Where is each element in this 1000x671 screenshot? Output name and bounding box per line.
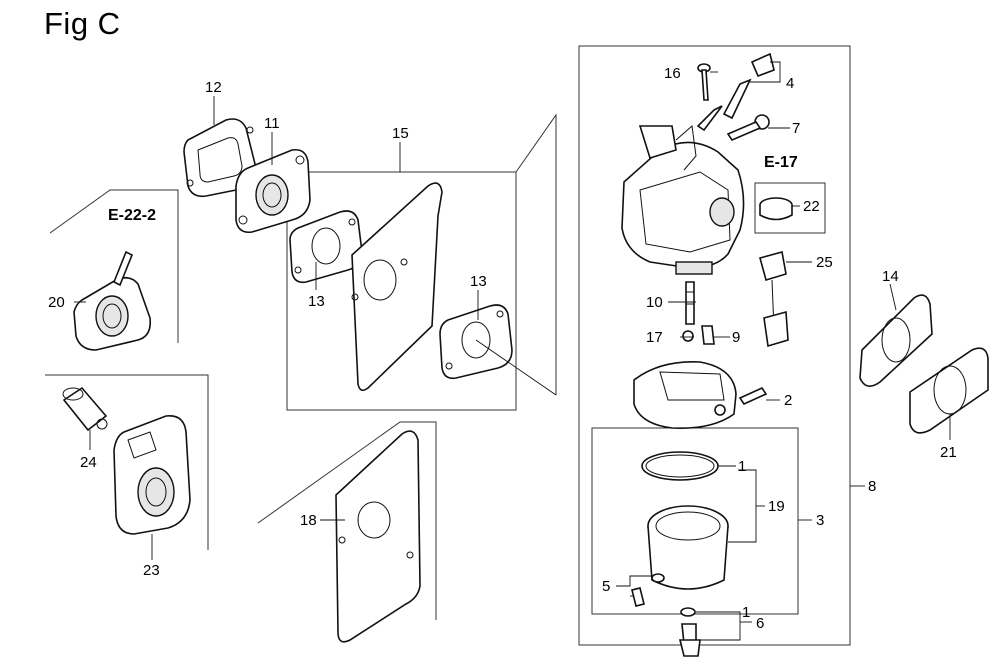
part-17-clip (682, 330, 694, 342)
reference-labels: E-22-2 E-17 (108, 154, 798, 224)
part-5-screw (631, 573, 665, 607)
reference-e-22-2: E-22-2 (108, 207, 156, 224)
part-9-jet (701, 325, 715, 345)
part-19-float-bowl (647, 505, 729, 590)
part-13-gasket-b (439, 304, 513, 380)
callout-19: 19 (768, 498, 785, 515)
part-21-gasket (909, 347, 989, 434)
callout-5: 5 (602, 578, 610, 595)
leader-lines (74, 61, 951, 641)
callout-3: 3 (816, 512, 824, 529)
part-1-gasket-ring (641, 451, 719, 481)
part-16-screw (697, 63, 711, 101)
callout-9: 9 (732, 329, 740, 346)
part-13-gasket-a (289, 210, 363, 284)
callout-7: 7 (792, 120, 800, 137)
callout-18: 18 (300, 512, 317, 529)
callout-4: 4 (786, 75, 794, 92)
callout-1-b: 1 (742, 604, 750, 621)
callout-8: 8 (868, 478, 876, 495)
part-23-body (113, 415, 191, 535)
callout-13-a: 13 (308, 293, 325, 310)
left-group-frames (45, 171, 517, 620)
callout-12: 12 (205, 79, 222, 96)
callout-21: 21 (940, 444, 957, 461)
part-2-pin (738, 386, 768, 406)
callout-10: 10 (646, 294, 663, 311)
callout-20: 20 (48, 294, 65, 311)
part-10-needle (685, 281, 695, 325)
callout-13-b: 13 (470, 273, 487, 290)
part-18-plate (335, 430, 421, 643)
reference-e-17: E-17 (764, 154, 798, 171)
callout-16: 16 (664, 65, 681, 82)
part-24-bushing (62, 386, 108, 432)
callout-15: 15 (392, 125, 409, 142)
part-4-screw-set (696, 52, 775, 132)
callout-17: 17 (646, 329, 663, 346)
callout-11: 11 (264, 115, 280, 132)
callout-2: 2 (784, 392, 792, 409)
part-11-insulator (235, 148, 311, 234)
figure-title: Fig C (44, 6, 121, 41)
float-assembly (633, 361, 737, 430)
callout-22: 22 (803, 198, 820, 215)
callout-24: 24 (80, 454, 97, 471)
part-7-screw (726, 114, 770, 141)
part-14-gasket (859, 294, 933, 387)
callout-6: 6 (756, 615, 764, 632)
callout-1-a: 1 (738, 458, 746, 475)
callout-23: 23 (143, 562, 160, 579)
part-6-drain-bolt (678, 607, 701, 657)
callout-labels: 12 11 15 13 13 18 20 24 23 16 4 7 22 25 … (48, 65, 957, 632)
part-20-intake-body (73, 250, 152, 351)
callout-14: 14 (882, 268, 899, 285)
callout-25: 25 (816, 254, 833, 271)
part-25-solenoid (759, 250, 789, 348)
part-22-cap (759, 197, 793, 221)
carburetor-body (621, 125, 745, 275)
part-15-plate (351, 182, 443, 392)
